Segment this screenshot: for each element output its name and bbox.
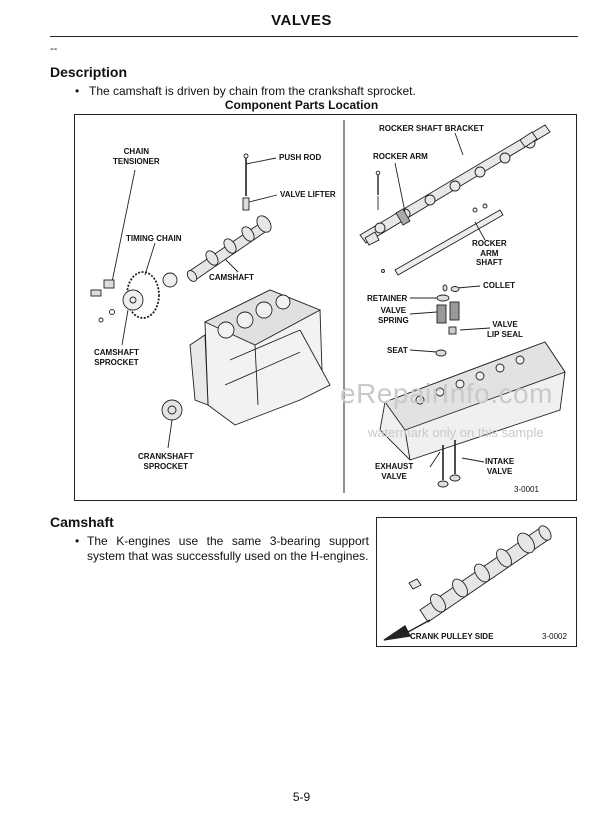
cylinder-head-drawing — [379, 341, 566, 461]
camshaft-figure — [376, 517, 577, 647]
description-bullet: • The camshaft is driven by chain from th… — [75, 84, 416, 99]
label-line: SPROCKET — [94, 357, 139, 367]
camshaft-bullet-text: The K-engines use the same 3-bearing sup… — [87, 534, 369, 563]
label-line: VALVE — [492, 320, 518, 329]
camshaft-figure-drawing — [408, 525, 552, 623]
label-timing-chain: TIMING CHAIN — [126, 234, 182, 243]
chain-tensioner-drawing — [90, 279, 115, 297]
label-line: ARM — [480, 248, 499, 258]
valve-spring-drawing — [436, 301, 460, 324]
label-line: INTAKE — [485, 457, 515, 466]
header-marker: -- — [50, 43, 58, 55]
label-valve-lifter: VALVE LIFTER — [280, 190, 336, 199]
label-line: TENSIONER — [113, 156, 160, 166]
label-push-rod: PUSH ROD — [279, 153, 322, 162]
header-rule — [50, 36, 578, 37]
label-crankshaft-sprocket: CRANKSHAFT SPROCKET — [138, 452, 194, 471]
seat-drawing — [435, 349, 447, 357]
bullet-icon: • — [75, 84, 80, 98]
label-rocker-shaft-bracket: ROCKER SHAFT BRACKET — [379, 124, 484, 133]
label-line: LIP SEAL — [487, 329, 523, 339]
label-line: SPROCKET — [143, 461, 188, 471]
page-number: 5-9 — [292, 790, 311, 804]
label-camshaft: CAMSHAFT — [209, 273, 254, 282]
label-retainer: RETAINER — [367, 294, 408, 303]
label-line: VALVE — [380, 306, 407, 315]
label-line: SPRING — [378, 315, 409, 325]
label-line: ROCKER — [472, 239, 507, 248]
label-rocker-arm-shaft: ROCKER ARM SHAFT — [472, 239, 507, 268]
label-line: CAMSHAFT — [94, 348, 139, 357]
page-title: VALVES — [271, 12, 332, 29]
label-camshaft-sprocket: CAMSHAFT SPROCKET — [94, 348, 139, 367]
label-rocker-arm: ROCKER ARM — [373, 152, 428, 161]
description-bullet-text: The camshaft is driven by chain from the… — [89, 84, 416, 98]
label-exhaust-valve: EXHAUST VALVE — [375, 462, 413, 481]
label-line: CHAIN — [123, 147, 149, 156]
watermark-subtext: watermark only on this sample — [368, 425, 544, 440]
figure-caption: Component Parts Location — [224, 98, 379, 112]
camshaft-drawing — [186, 215, 272, 282]
bullet-icon: • — [75, 534, 80, 548]
component-parts-figure — [74, 114, 577, 501]
label-chain-tensioner: CHAIN TENSIONER — [113, 147, 160, 166]
label-valve-spring: VALVE SPRING — [378, 306, 409, 325]
valve-spring-rocker-drawing — [395, 208, 411, 226]
label-valve-lip-seal: VALVE LIP SEAL — [487, 320, 523, 339]
push-rod-drawing — [242, 153, 250, 211]
label-collet: COLLET — [483, 281, 515, 290]
crank-pulley-arrow — [383, 619, 431, 641]
intake-valve-drawing — [449, 440, 461, 482]
retainer-drawing — [436, 284, 460, 302]
watermark-text: eRepairInfo.com — [340, 378, 553, 409]
label-line: EXHAUST — [375, 462, 414, 471]
label-intake-valve: INTAKE VALVE — [485, 457, 514, 476]
crankshaft-sprocket-drawing — [161, 399, 183, 421]
label-line: VALVE — [486, 466, 513, 476]
rocker-arm-shaft-drawing — [381, 203, 504, 276]
label-line: VALVE — [381, 471, 407, 481]
figure1-ref: 3-0001 — [514, 485, 539, 494]
label-seat: SEAT — [387, 346, 408, 355]
timing-chain-drawing — [98, 271, 160, 323]
camshaft-heading: Camshaft — [50, 514, 114, 530]
label-crank-pulley-side: CRANK PULLEY SIDE — [410, 632, 494, 641]
valve-lip-seal-drawing — [448, 326, 457, 335]
label-line: SHAFT — [476, 258, 503, 267]
label-line: CRANKSHAFT — [138, 452, 194, 461]
engine-block-drawing — [189, 289, 331, 426]
figure2-ref: 3-0002 — [542, 632, 567, 641]
rocker-assembly-drawing — [359, 124, 551, 246]
exhaust-valve-drawing — [437, 445, 449, 488]
description-heading: Description — [50, 64, 128, 80]
